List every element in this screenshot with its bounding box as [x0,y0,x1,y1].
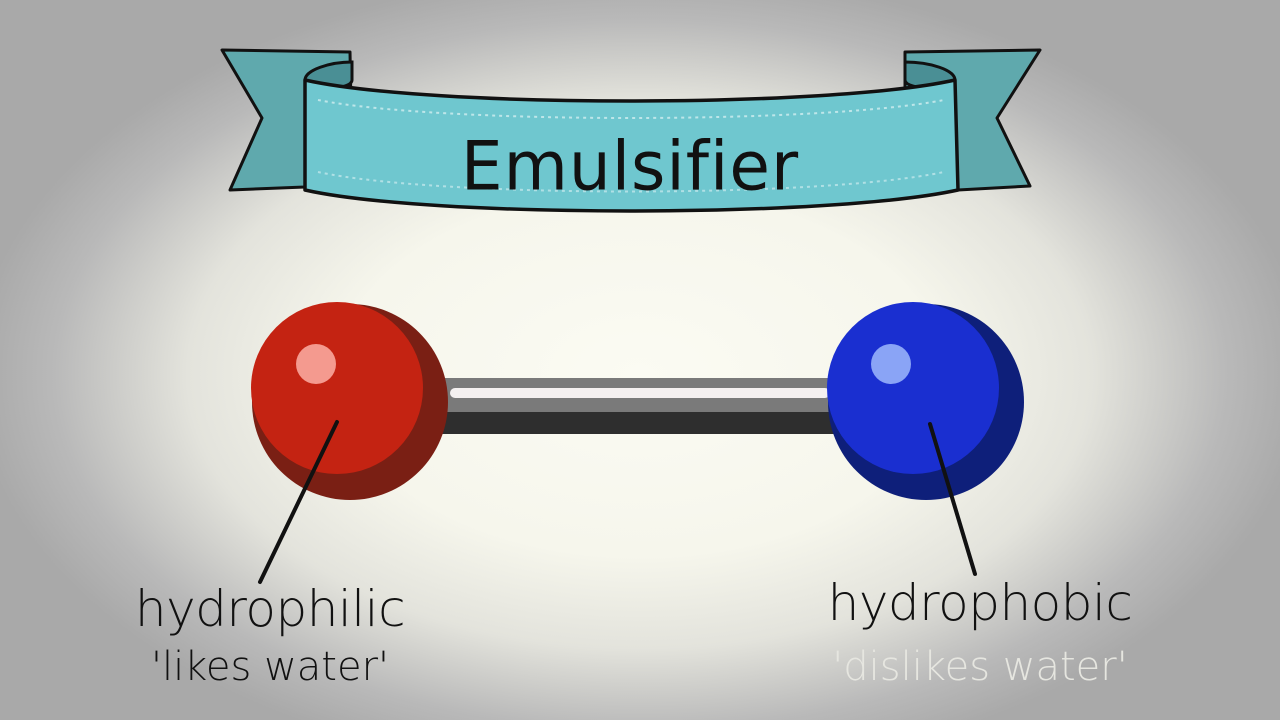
molecule-rod [424,370,852,442]
hydrophilic-sublabel: 'likes water' [150,644,390,690]
hydrophobic-sublabel: 'dislikes water' [832,644,1128,690]
title-banner [220,48,1042,213]
hydrophobic-head [827,302,1024,500]
hydrophilic-label: hydrophilic [134,580,406,638]
diagram-title: Emulsifier [460,127,800,206]
banner-main [303,78,960,213]
hydrophilic-head [251,302,448,500]
hydrophilic-pointer [258,420,339,584]
hydrophobic-label: hydrophobic [827,574,1133,632]
hydrophobic-pointer [928,422,977,576]
